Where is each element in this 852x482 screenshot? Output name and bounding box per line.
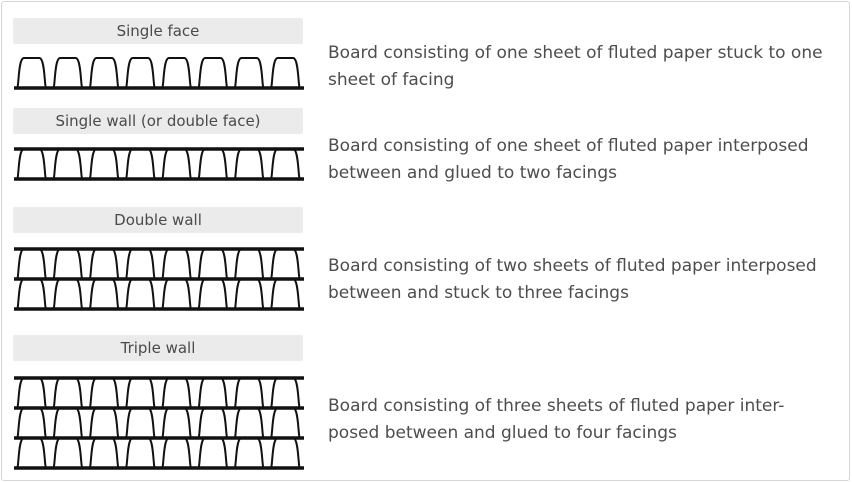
description-line: Board consisting of one sheet of fluted … [328,43,823,63]
description-line: Board consisting of three sheets of flut… [328,396,785,416]
description-line: between and stuck to three facings [328,283,629,303]
flute-layer [14,148,304,180]
flute-layer [14,278,304,310]
triple-wall-board-illustration [13,374,305,474]
single-wall-description: Board consisting of one sheet of fluted … [328,133,833,187]
description-line: sheet of facing [328,70,455,90]
single-wall-label: Single wall (or double face) [13,108,303,134]
description-line: Board consisting of one sheet of fluted … [328,136,809,156]
flute-layer [14,57,304,89]
flute-layer [14,377,304,409]
double-wall-description: Board consisting of two sheets of fluted… [328,253,833,307]
flute-layer [14,248,304,280]
single-face-label: Single face [13,18,303,44]
double-wall-label: Double wall [13,207,303,233]
flute-layer [14,437,304,469]
triple-wall-label: Triple wall [13,335,303,361]
description-line: Board consisting of two sheets of fluted… [328,256,817,276]
single-face-board-illustration [13,56,305,96]
single-face-description: Board consisting of one sheet of fluted … [328,40,833,94]
single-wall-board-illustration [13,145,305,185]
description-line: between and glued to two facings [328,163,617,183]
description-line: posed between and glued to four facings [328,423,677,443]
triple-wall-description: Board consisting of three sheets of flut… [328,393,833,447]
flute-layer [14,407,304,439]
double-wall-board-illustration [13,245,305,315]
